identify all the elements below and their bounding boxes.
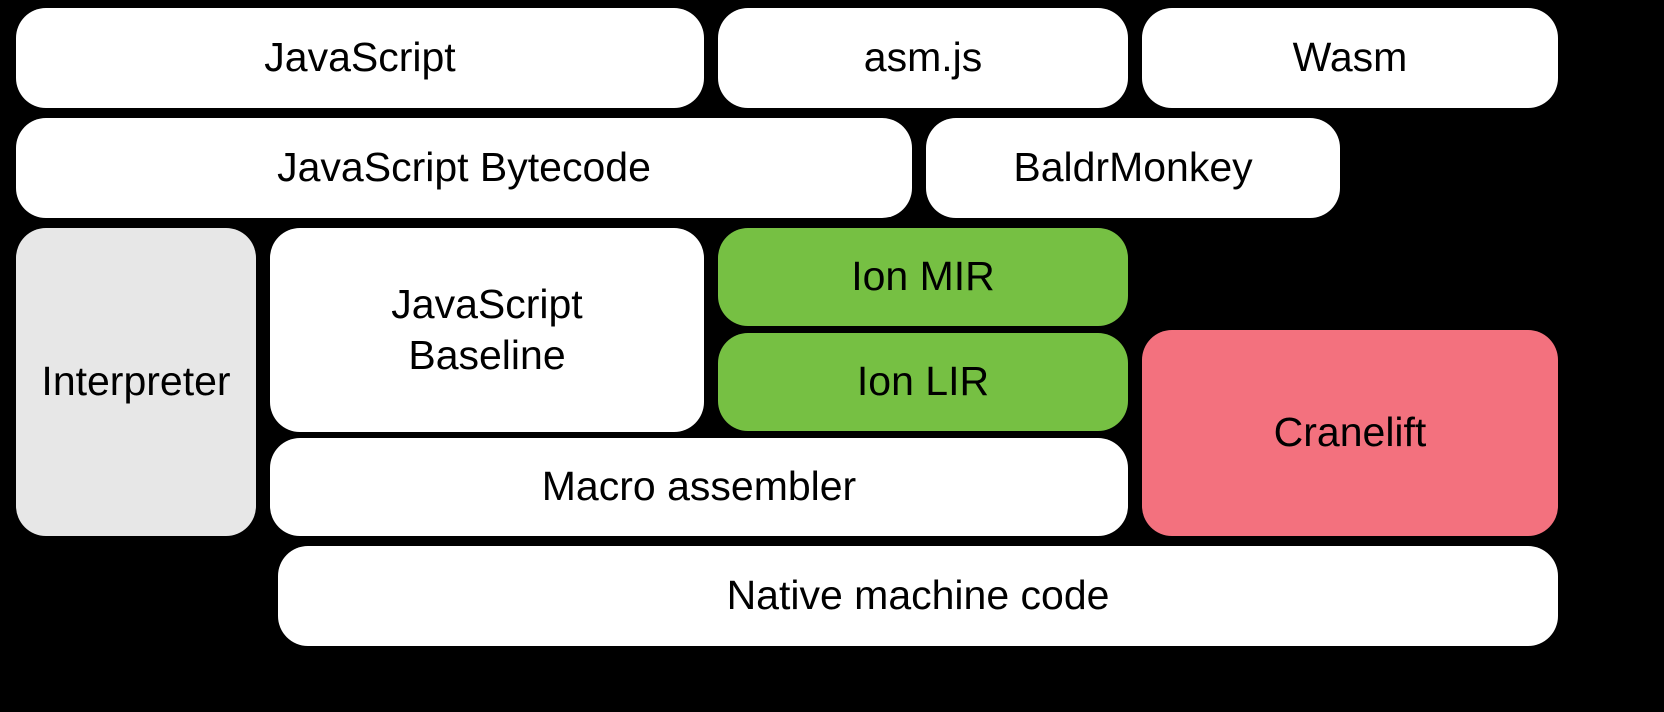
node-native-machine-code-label: Native machine code bbox=[726, 572, 1110, 619]
node-baldrmonkey-label: BaldrMonkey bbox=[1013, 144, 1253, 191]
node-javascript-label: JavaScript bbox=[264, 34, 456, 81]
node-native-machine-code: Native machine code bbox=[278, 546, 1558, 646]
node-wasm-label: Wasm bbox=[1292, 34, 1408, 81]
node-wasm: Wasm bbox=[1142, 8, 1558, 108]
node-ion-mir-label: Ion MIR bbox=[851, 253, 995, 300]
node-interpreter-label: Interpreter bbox=[41, 358, 231, 405]
node-asmjs-label: asm.js bbox=[863, 34, 983, 81]
node-javascript-bytecode-label: JavaScript Bytecode bbox=[277, 144, 651, 191]
node-ion-mir: Ion MIR bbox=[718, 228, 1128, 326]
node-interpreter: Interpreter bbox=[16, 228, 256, 536]
node-ion-lir: Ion LIR bbox=[718, 333, 1128, 431]
node-cranelift: Cranelift bbox=[1142, 330, 1558, 536]
node-javascript-baseline-label: JavaScript Baseline bbox=[391, 280, 583, 378]
node-javascript-bytecode: JavaScript Bytecode bbox=[16, 118, 912, 218]
node-ion-lir-label: Ion LIR bbox=[856, 358, 990, 405]
node-javascript: JavaScript bbox=[16, 8, 704, 108]
node-javascript-baseline: JavaScript Baseline bbox=[270, 228, 704, 432]
node-baldrmonkey: BaldrMonkey bbox=[926, 118, 1340, 218]
node-cranelift-label: Cranelift bbox=[1273, 409, 1427, 456]
node-macro-assembler-label: Macro assembler bbox=[541, 463, 857, 510]
node-macro-assembler: Macro assembler bbox=[270, 438, 1128, 536]
node-asmjs: asm.js bbox=[718, 8, 1128, 108]
